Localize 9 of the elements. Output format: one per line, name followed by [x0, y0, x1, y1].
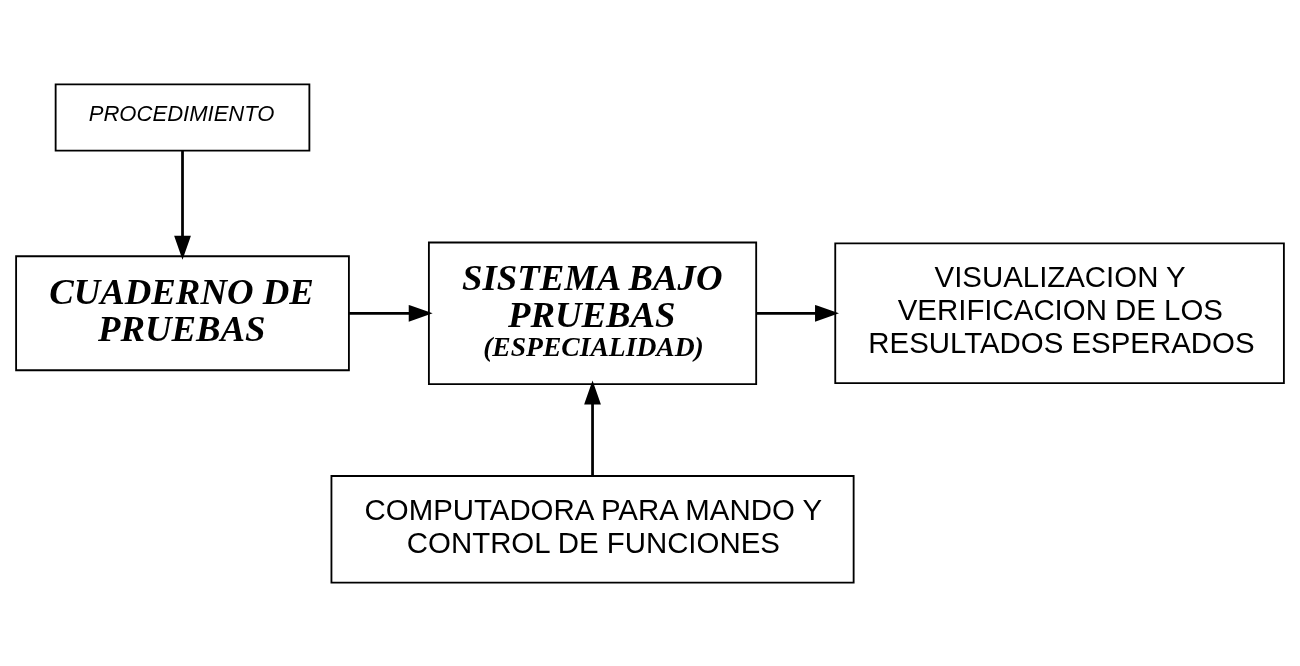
node-box: SISTEMA BAJO PRUEBAS (ESPECIALIDAD): [427, 241, 758, 385]
node-box: CUADERNO DE PRUEBAS: [15, 254, 350, 371]
arrow: [174, 150, 191, 260]
arrow: [756, 304, 839, 322]
arrow: [584, 379, 601, 476]
node-box: VISUALIZACION Y VERIFICACION DE LOS RESULTADOS ESPERADOS: [834, 242, 1285, 384]
node-box: PROCEDIMIENTO: [54, 82, 311, 151]
node-box: COMPUTADORA PARA MANDO Y CONTROL DE FUNCIONES: [330, 474, 855, 584]
arrow: [349, 304, 433, 322]
